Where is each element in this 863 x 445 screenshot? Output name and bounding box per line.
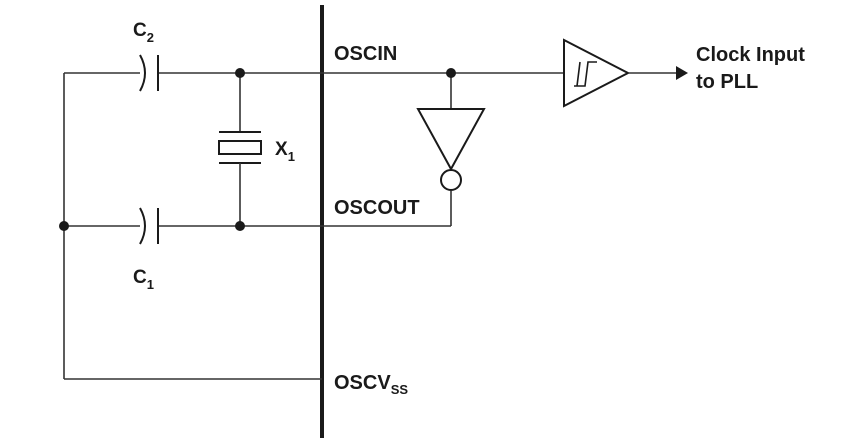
junction-dot — [446, 68, 456, 78]
oscin-label: OSCIN — [334, 43, 397, 65]
c1-label: C1 — [133, 267, 154, 292]
capacitor-c1-icon — [139, 207, 159, 245]
crystal-x1-icon — [218, 73, 262, 226]
capacitor-c2-icon — [139, 54, 159, 92]
inverter-icon — [416, 73, 486, 191]
oscout-label: OSCOUT — [334, 197, 420, 219]
oscout-net-wires — [64, 191, 452, 227]
c2-label: C2 — [133, 20, 154, 45]
oscvss-label: OSCVSS — [334, 372, 408, 397]
junction-dot — [235, 221, 245, 231]
x1-label: X1 — [275, 139, 295, 164]
junction-dots — [59, 68, 456, 231]
junction-dot — [59, 221, 69, 231]
output-label-line1: Clock Input — [696, 44, 805, 66]
junction-dot — [235, 68, 245, 78]
output-label-line2: to PLL — [696, 71, 758, 93]
schmitt-buffer-icon — [563, 38, 631, 108]
output-arrow-icon — [628, 66, 688, 80]
